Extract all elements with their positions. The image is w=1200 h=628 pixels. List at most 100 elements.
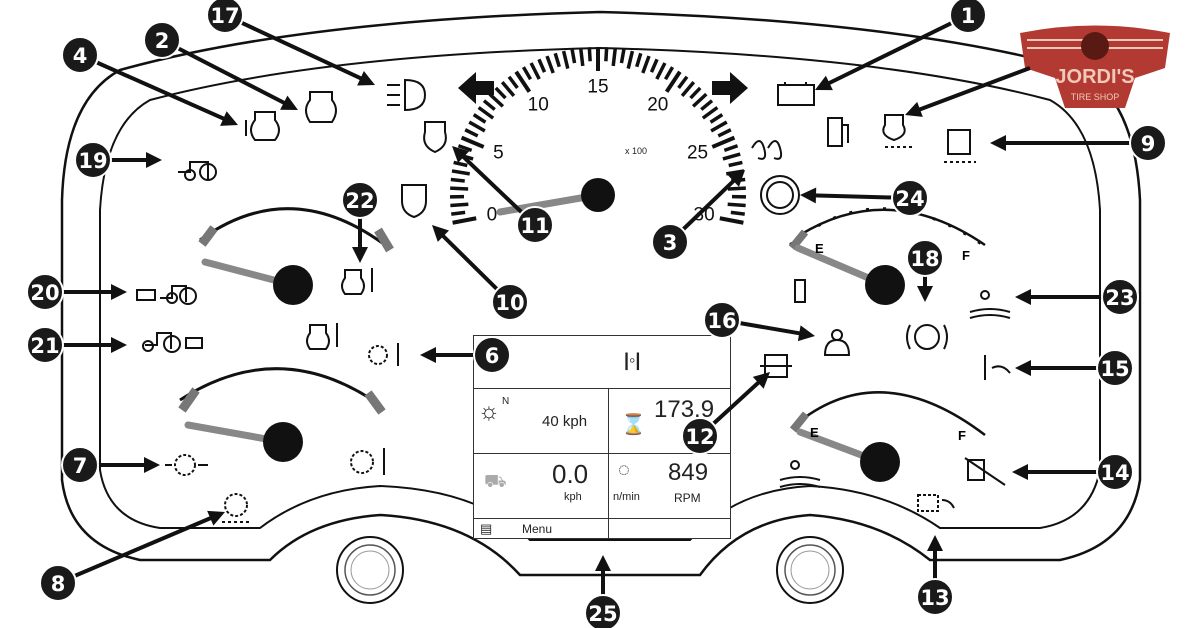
tachometer-tick: [452, 216, 477, 225]
svg-text:JORDI'S: JORDI'S: [1055, 66, 1134, 88]
fuel-pump-icon: [794, 279, 806, 303]
fuel-full-label: F: [962, 248, 970, 263]
ground-speed-value: 0.0: [552, 459, 589, 489]
hourglass-icon: ⌛: [621, 414, 646, 436]
speed-setting: 40 kph: [542, 413, 588, 430]
tachometer-tick: [635, 52, 643, 68]
hitch-rear-icon: [142, 332, 203, 353]
svg-text:TIRE SHOP: TIRE SHOP: [1071, 92, 1120, 102]
rpm-unit: RPM: [674, 491, 701, 505]
fuel-empty-label: E: [815, 241, 824, 256]
tachometer-tick: [649, 58, 659, 73]
stop-icon: [401, 184, 427, 219]
tachometer-tick: [731, 177, 746, 183]
jordis-tire-shop-logo: JORDI'S TIRE SHOP: [1020, 25, 1170, 108]
tachometer-tick-label: 0: [487, 205, 498, 226]
tachometer-tick: [611, 47, 618, 67]
right-knob[interactable]: [776, 536, 844, 604]
left-turn-arrow-icon: [458, 72, 494, 104]
tachometer-tick-label: 25: [687, 143, 708, 164]
tachometer-tick: [709, 113, 724, 124]
tachometer-tick: [728, 160, 743, 168]
left-lower-gauge: [178, 367, 386, 462]
trailer-brake-circle-icon: [760, 175, 800, 215]
tachometer-tick: [722, 152, 741, 161]
headlight-icon: [387, 78, 427, 112]
tachometer-tick-label: 15: [587, 77, 608, 98]
display-divider: [608, 388, 609, 538]
temp-cold-label: E: [810, 425, 819, 440]
transmission-oil-pressure-icon: [165, 454, 208, 476]
tachometer-tick: [725, 169, 745, 176]
transmission-oil-temp-icon: [368, 343, 399, 366]
tachometer-tick: [664, 70, 682, 93]
tachometer-hub: [581, 178, 615, 212]
tachometer-tick: [460, 135, 485, 149]
water-in-fuel-icon-2: [779, 460, 821, 488]
tachometer-tick: [604, 47, 609, 62]
tachometer-tick: [450, 186, 469, 191]
tachometer-tick: [730, 210, 745, 216]
tachometer-tick: [514, 70, 532, 93]
air-filter-icon: [882, 114, 915, 148]
low-fuel-icon: [827, 117, 849, 147]
tachometer-tick: [680, 81, 696, 98]
tachometer-tick: [561, 50, 570, 69]
engine-unit: n/min: [613, 491, 640, 503]
tachometer-tick: [494, 86, 507, 100]
tachometer-tick: [619, 48, 626, 64]
menu-button[interactable]: Menu: [522, 522, 553, 536]
tachometer-tick: [717, 128, 732, 138]
exhaust-temp-icon: [984, 355, 1011, 380]
four-wheel-drive-icon: [760, 354, 792, 378]
tachometer-tick: [641, 55, 651, 74]
temperature-gauge: E F: [789, 391, 986, 482]
tachometer-unit: x 100: [625, 146, 647, 156]
tachometer-tick: [700, 99, 714, 111]
tachometer-tick: [677, 75, 689, 89]
gear-sun-icon: ☼: [478, 398, 500, 425]
right-turn-arrow-icon: [712, 72, 748, 104]
tachometer-tick: [451, 210, 466, 216]
engine-coolant-temp-icon-2: [306, 323, 338, 350]
engine-hours-value: 173.9: [654, 396, 715, 423]
display-divider: [474, 388, 730, 389]
transmission-filter-icon: [222, 493, 252, 523]
tachometer-tick: [453, 160, 468, 168]
tractor-icon: ⛟: [484, 471, 507, 491]
center-display: |◦| ☼ N 40 kph ⌛ 173.9 ⛟ 0.0 kph ◌ n/min…: [473, 335, 731, 539]
tachometer-tick-label: 20: [647, 95, 668, 116]
tachometer-tick: [545, 55, 555, 74]
engine-oil-pressure-icon: [305, 91, 337, 123]
rpm-value: 849: [668, 459, 709, 486]
tachometer-tick-label: 5: [493, 143, 504, 164]
left-knob[interactable]: [336, 536, 404, 604]
tachometer-tick: [570, 48, 577, 64]
tachometer-tick: [500, 81, 516, 98]
parking-brake-icon: [906, 324, 948, 350]
differential-lock-icon: |◦|: [624, 350, 641, 370]
tachometer-tick: [472, 113, 487, 124]
hydraulic-filter-icon: [944, 129, 976, 163]
tachometer-tick: [521, 66, 533, 81]
tachometer-tick: [488, 92, 505, 108]
tachometer-tick: [477, 106, 495, 120]
tachometer-tick: [537, 58, 547, 73]
tachometer-tick: [689, 86, 702, 100]
coolant-level-icon: [245, 111, 280, 141]
tachometer-tick: [691, 92, 708, 108]
fuel-gauge: E F: [788, 207, 991, 305]
tachometer-tick: [553, 52, 561, 68]
tachometer-tick: [663, 66, 675, 81]
tachometer-tick: [655, 62, 667, 80]
tachometer-tick: [451, 169, 471, 176]
ground-speed-unit: kph: [564, 491, 582, 503]
left-upper-gauge: [198, 207, 394, 305]
operator-presence-icon: [823, 329, 851, 356]
menu-icon: ▤: [480, 521, 493, 536]
regeneration-icon: [917, 494, 955, 512]
display-divider: [474, 518, 730, 519]
tachometer-tick-label: 10: [528, 95, 549, 116]
tachometer-tick: [468, 120, 486, 133]
